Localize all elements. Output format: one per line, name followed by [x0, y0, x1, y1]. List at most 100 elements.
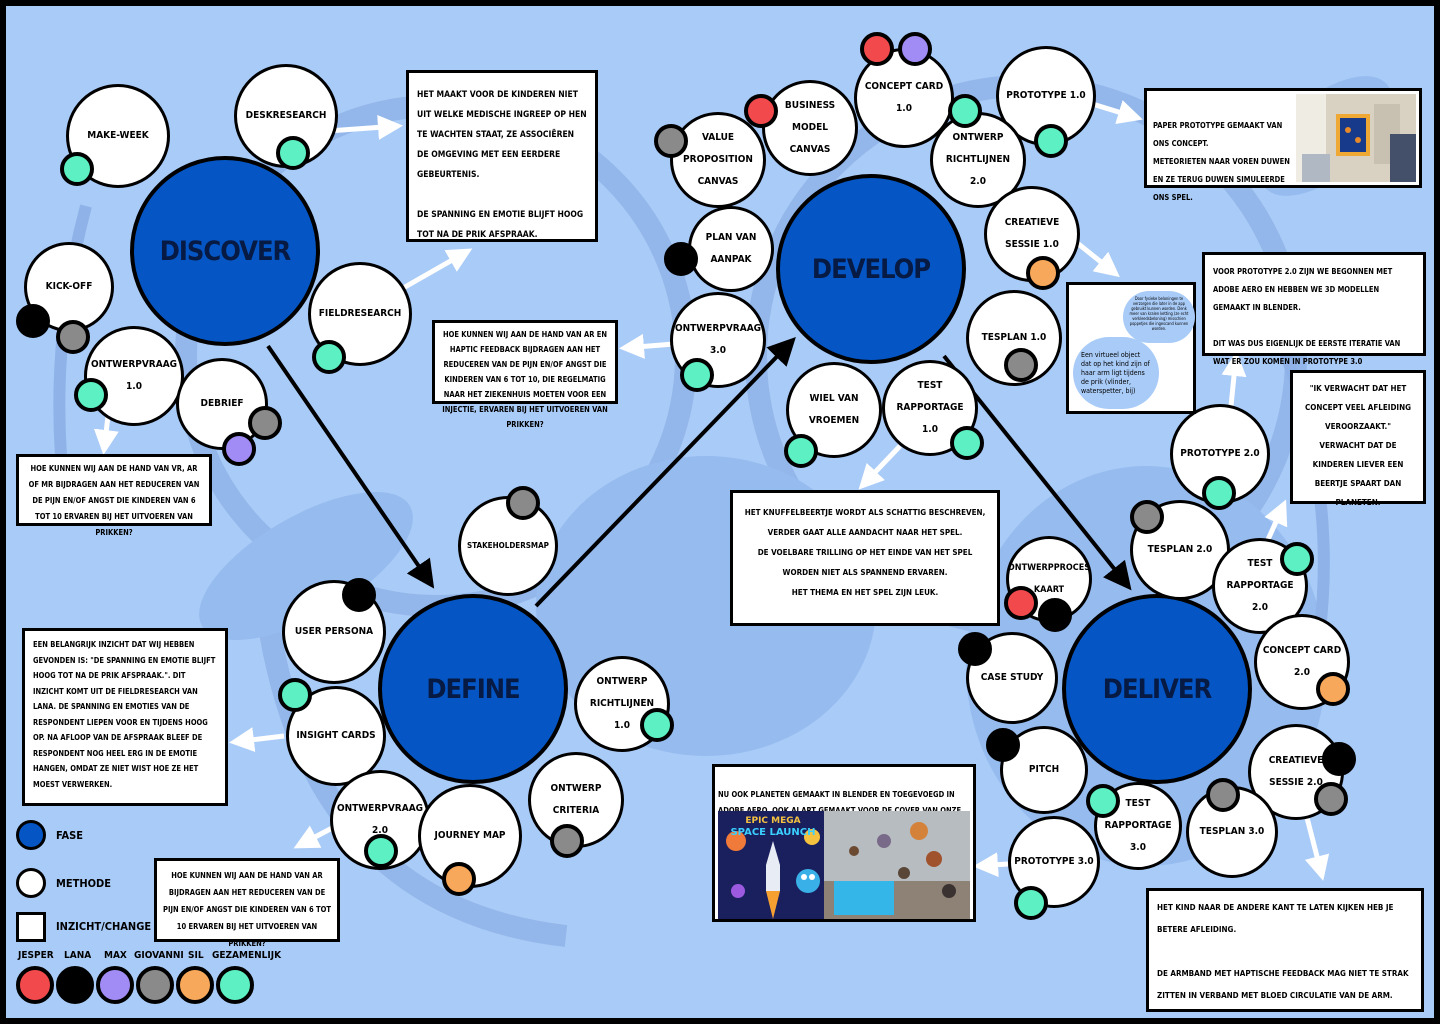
method-wiel-van-vroemen[interactable]: WIEL VAN VROEMEN — [786, 362, 882, 458]
dot-giovanni — [1004, 348, 1038, 382]
method-case-study-label: CASE STUDY — [980, 672, 1044, 683]
dot-gezamenlijk — [640, 708, 674, 742]
method-test-rapportage-1-label: TEST RAPPORTAGE 1.0 — [896, 380, 964, 435]
dot-gezamenlijk — [1014, 886, 1048, 920]
note-prototype-3: NU OOK PLANETEN GEMAAKT IN BLENDER EN TO… — [712, 764, 976, 922]
method-fieldresearch-label: FIELDRESEARCH — [318, 308, 402, 319]
dot-gezamenlijk — [1280, 542, 1314, 576]
method-pitch-label: PITCH — [1028, 764, 1060, 775]
member-giovanni-swatch — [136, 966, 174, 1004]
dot-max — [898, 32, 932, 66]
method-plan-van-aanpak-label: PLAN VAN AANPAK — [705, 232, 757, 265]
method-value-proposition-label: VALUE PROPOSITION CANVAS — [683, 132, 753, 187]
note-quote: "IK VERWACHT DAT HET CONCEPT VEEL AFLEID… — [1290, 370, 1426, 507]
note-ontwerpvraag-2: HOE KUNNEN WIJ AAN DE HAND VAN AR BIJDRA… — [154, 858, 340, 948]
method-make-week[interactable]: MAKE-WEEK — [66, 84, 170, 188]
member-lana-swatch — [56, 966, 94, 1004]
cover-title-line-1: EPIC MEGA — [745, 816, 800, 826]
method-value-proposition[interactable]: VALUE PROPOSITION CANVAS — [670, 112, 766, 208]
dot-giovanni — [1314, 782, 1348, 816]
method-creatieve-sessie-2-label: CREATIEVE SESSIE 2.0 — [1268, 755, 1324, 788]
method-tesplan-3[interactable]: TESPLAN 3.0 — [1186, 786, 1278, 878]
method-ontwerp-richtlijnen-1-label: ONTWERP RICHTLIJNEN 1.0 — [589, 676, 655, 731]
member-gezamenlijk-label: GEZAMENLIJK — [212, 950, 282, 961]
legend-methode: METHODE — [56, 877, 112, 890]
method-kick-off-label: KICK-OFF — [45, 281, 93, 292]
phase-discover-label: DISCOVER — [159, 235, 292, 267]
method-ontwerpvraag-2[interactable]: ONTWERPVRAAG 2.0 — [330, 770, 430, 870]
method-tesplan-1-label: TESPLAN 1.0 — [981, 332, 1047, 343]
member-giovanni-label: GIOVANNI — [134, 950, 184, 961]
method-ontwerp-criteria-label: ONTWERP CRITERIA — [550, 783, 602, 816]
dot-gezamenlijk — [950, 426, 984, 460]
method-test-rapportage-1[interactable]: TEST RAPPORTAGE 1.0 — [882, 360, 978, 456]
member-max-label: MAX — [104, 950, 127, 961]
method-make-week-label: MAKE-WEEK — [87, 130, 149, 141]
method-stakeholdersmap[interactable]: STAKEHOLDERSMAP — [458, 496, 558, 596]
phase-discover[interactable]: DISCOVER — [130, 156, 320, 346]
legend-fase: FASE — [56, 829, 84, 842]
method-wiel-van-vroemen-label: WIEL VAN VROEMEN — [808, 393, 860, 426]
method-tesplan-2-label: TESPLAN 2.0 — [1147, 544, 1213, 555]
note-ontwerpvraag-1: HOE KUNNEN WIJ AAN DE HAND VAN VR, AR OF… — [16, 454, 212, 537]
method-ontwerpproceskaart-label: ONTWERPPROCES KAART — [1007, 563, 1091, 595]
method-business-model-label: BUSINESS MODEL CANVAS — [784, 100, 836, 155]
dot-gezamenlijk — [278, 678, 312, 712]
legend-inzicht-swatch — [16, 912, 46, 942]
legend-fase-swatch — [16, 820, 46, 850]
note-prototype-1-text: PAPER PROTOTYPE GEMAAKT VAN ONS CONCEPT.… — [1153, 121, 1290, 202]
dot-lana — [1322, 742, 1356, 776]
member-jesper-swatch — [16, 966, 54, 1004]
dot-giovanni — [1130, 500, 1164, 534]
legend-methode-swatch — [16, 868, 46, 898]
dot-lana — [986, 728, 1020, 762]
member-gezamenlijk-swatch — [216, 966, 254, 1004]
dot-lana — [1038, 598, 1072, 632]
dot-giovanni — [654, 124, 688, 158]
method-test-rapportage-3-label: TEST RAPPORTAGE 3.0 — [1104, 798, 1172, 853]
method-ontwerpvraag-1[interactable]: ONTWERPVRAAG 1.0 — [84, 326, 184, 426]
method-user-persona[interactable]: USER PERSONA — [282, 580, 386, 684]
dot-gezamenlijk — [1202, 476, 1236, 510]
dot-gezamenlijk — [276, 136, 310, 170]
dot-gezamenlijk — [364, 834, 398, 868]
note-deskresearch: HET MAAKT VOOR DE KINDEREN NIET UIT WELK… — [406, 70, 598, 242]
method-debrief-label: DEBRIEF — [200, 398, 244, 409]
phase-define-label: DEFINE — [426, 673, 520, 705]
note-prototype-2: VOOR PROTOTYPE 2.0 ZIJN WE BEGONNEN MET … — [1202, 252, 1426, 366]
dot-giovanni — [506, 486, 540, 520]
method-tesplan-3-label: TESPLAN 3.0 — [1199, 826, 1265, 837]
member-sil-label: SIL — [188, 950, 204, 961]
dot-gezamenlijk — [60, 152, 94, 186]
member-max-swatch — [96, 966, 134, 1004]
note-deliver: HET KIND NAAR DE ANDERE KANT TE LATEN KI… — [1146, 888, 1424, 1012]
dot-lana — [342, 578, 376, 612]
method-prototype-2-label: PROTOTYPE 2.0 — [1180, 448, 1260, 459]
phase-develop-label: DEVELOP — [811, 253, 931, 285]
member-lana-label: LANA — [64, 950, 92, 961]
bubble-top: Door fysieke beloningen te verzorgen die… — [1123, 291, 1195, 343]
method-ontwerp-richtlijnen-2-label: ONTWERP RICHTLIJNEN 2.0 — [945, 132, 1011, 187]
dot-sil — [1316, 672, 1350, 706]
phase-develop[interactable]: DEVELOP — [776, 174, 966, 364]
dot-gezamenlijk — [312, 340, 346, 374]
method-prototype-3-label: PROTOTYPE 3.0 — [1014, 856, 1094, 867]
method-plan-van-aanpak[interactable]: PLAN VAN AANPAK — [688, 206, 774, 292]
process-board: DISCOVER DEFINE DEVELOP DELIVER MAKE-WEE… — [6, 6, 1434, 1018]
game-cover-art: EPIC MEGA SPACE LAUNCH — [718, 811, 828, 919]
dot-giovanni — [1206, 778, 1240, 812]
dot-gezamenlijk — [948, 94, 982, 128]
method-ontwerpvraag-1-label: ONTWERPVRAAG 1.0 — [90, 359, 178, 392]
legend-inzicht: INZICHT/CHANGE — [56, 920, 152, 933]
phase-deliver[interactable]: DELIVER — [1062, 594, 1252, 784]
phase-define[interactable]: DEFINE — [378, 594, 568, 784]
method-business-model[interactable]: BUSINESS MODEL CANVAS — [762, 80, 858, 176]
method-journey-map-label: JOURNEY MAP — [434, 830, 506, 841]
note-insight: EEN BELANGRIJK INZICHT DAT WIJ HEBBEN GE… — [22, 628, 228, 806]
method-prototype-1-label: PROTOTYPE 1.0 — [1006, 90, 1086, 101]
dot-giovanni — [56, 320, 90, 354]
method-concept-card-1-label: CONCEPT CARD 1.0 — [864, 81, 944, 114]
note-prototype-1: PAPER PROTOTYPE GEMAAKT VAN ONS CONCEPT.… — [1144, 88, 1422, 202]
dot-lana — [958, 632, 992, 666]
dot-lana — [664, 242, 698, 276]
